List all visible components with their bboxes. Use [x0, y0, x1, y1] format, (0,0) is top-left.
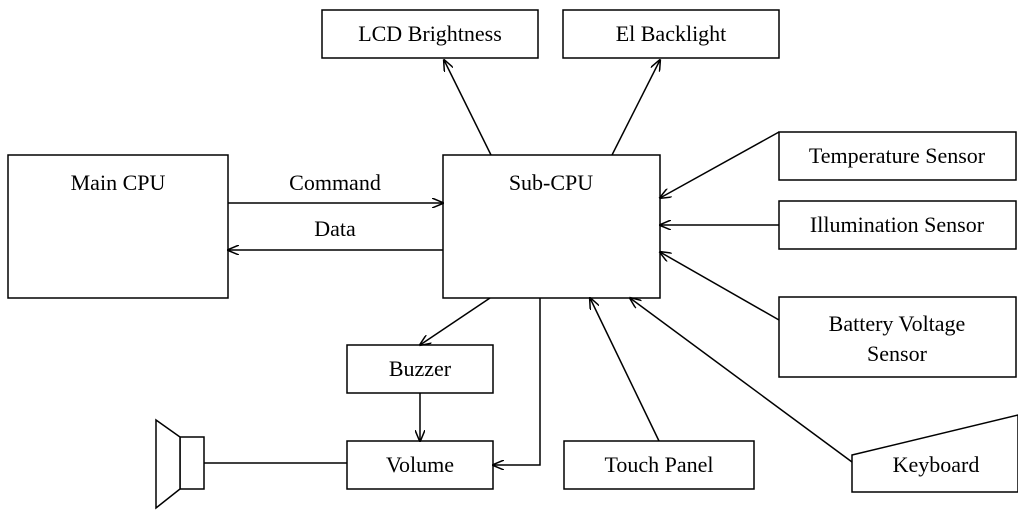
keyboard-box [851, 414, 1018, 493]
command-label: Command [289, 170, 381, 195]
el-backlight-box [562, 9, 780, 59]
lcd-brightness-arrow [444, 60, 492, 156]
keyboard-label: Keyboard [893, 452, 980, 477]
touch-panel-box [563, 440, 755, 490]
touch-panel-label: Touch Panel [604, 452, 713, 477]
temperature-sensor-arrow [660, 131, 780, 198]
volume-box [346, 440, 494, 490]
keyboard-arrow [630, 298, 853, 463]
main-cpu-label: Main CPU [71, 170, 166, 195]
buzzer-box [346, 344, 494, 394]
battery-voltage-sensor-box [778, 296, 1017, 378]
main-cpu-box [7, 154, 229, 299]
el-backlight-label: El Backlight [616, 21, 727, 46]
sub-cpu-label: Sub-CPU [509, 170, 593, 195]
speaker-icon [155, 418, 205, 510]
illumination-sensor-label: Illumination Sensor [810, 212, 985, 237]
data-label: Data [314, 216, 356, 241]
volume-arrow [493, 298, 541, 465]
lcd-brightness-box [321, 9, 539, 59]
temperature-sensor-box [778, 131, 1017, 181]
sub-cpu-box [442, 154, 661, 299]
battery-voltage-sensor-label-line1: Battery Voltage [829, 311, 966, 336]
el-backlight-arrow [611, 60, 660, 156]
volume-label: Volume [386, 452, 454, 477]
lcd-brightness-label: LCD Brightness [358, 21, 502, 46]
touch-panel-arrow [590, 298, 660, 442]
buzzer-arrow [420, 297, 491, 345]
temperature-sensor-label: Temperature Sensor [809, 143, 986, 168]
buzzer-label: Buzzer [389, 356, 452, 381]
battery-voltage-sensor-label-line2: Sensor [867, 341, 928, 366]
battery-voltage-sensor-arrow [660, 252, 780, 321]
